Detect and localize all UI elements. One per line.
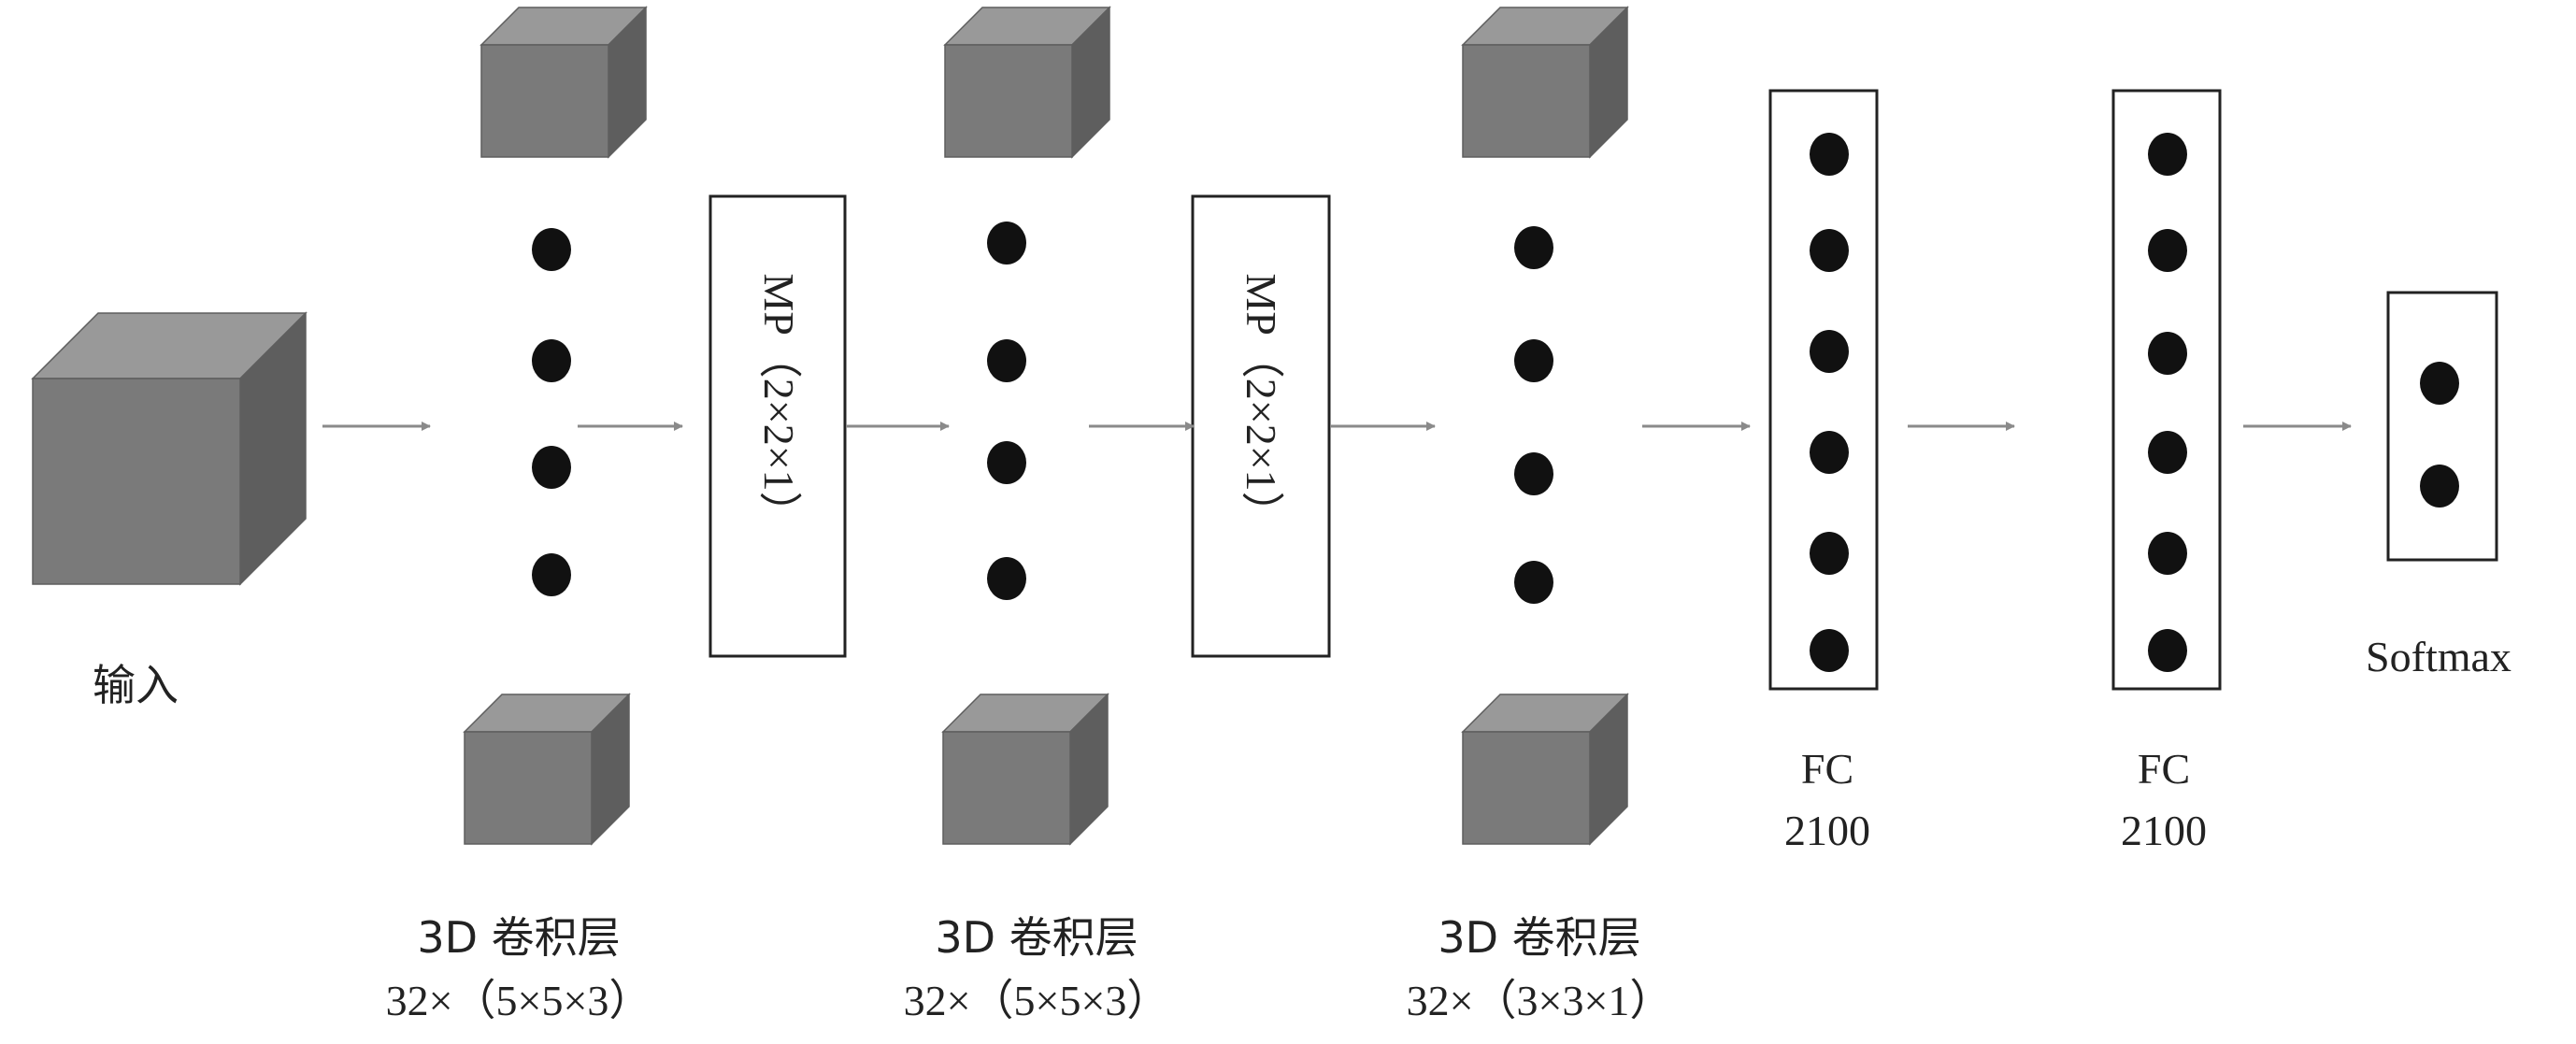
input-cube [31, 311, 308, 586]
conv1-node [532, 228, 571, 271]
pool1-label: MP（2×2×1） [755, 273, 803, 535]
fc1-node [1810, 532, 1849, 575]
pool2-label: MP（2×2×1） [1238, 273, 1285, 535]
conv2-node [987, 222, 1026, 265]
fc2-node [2148, 532, 2187, 575]
conv1-node [532, 446, 571, 489]
fc1-box [1768, 89, 1879, 691]
conv2-bottom-cube [941, 693, 1109, 846]
fc1-title: FC [1800, 745, 1854, 793]
fc2-node [2148, 629, 2187, 672]
softmax-title: Softmax [2366, 633, 2512, 680]
conv2-top-cube [943, 6, 1111, 159]
conv1-title: 3D 卷积层 [417, 912, 621, 963]
conv3-node [1514, 561, 1553, 604]
conv1-node [532, 553, 571, 596]
fc1-node [1810, 629, 1849, 672]
fc2-units: 2100 [2121, 807, 2207, 854]
conv3-node [1514, 226, 1553, 269]
fc2-title: FC [2137, 745, 2191, 793]
conv3-top-cube [1461, 6, 1629, 159]
fc2-node [2148, 229, 2187, 272]
conv2-node [987, 441, 1026, 484]
conv3-title: 3D 卷积层 [1438, 912, 1641, 963]
fc1-node [1810, 431, 1849, 474]
fc2-node [2148, 332, 2187, 375]
fc2-box [2111, 89, 2222, 691]
fc1-units: 2100 [1784, 807, 1870, 854]
conv3-node [1514, 339, 1553, 382]
input-label: 输入 [93, 660, 179, 710]
pool1-box [708, 194, 847, 658]
conv2-node [987, 557, 1026, 600]
softmax-box [2386, 291, 2498, 562]
conv1-top-cube [479, 6, 648, 159]
softmax-node [2420, 465, 2459, 508]
fc1-node [1810, 229, 1849, 272]
conv3-node [1514, 452, 1553, 495]
conv2-title: 3D 卷积层 [935, 912, 1138, 963]
conv2-spec: 32×（5×5×3） [903, 977, 1170, 1024]
conv3-bottom-cube [1461, 693, 1629, 846]
conv3-spec: 32×（3×3×1） [1406, 977, 1673, 1024]
fc1-node [1810, 330, 1849, 373]
conv1-bottom-cube [463, 693, 631, 846]
fc1-node [1810, 133, 1849, 176]
conv2-node [987, 339, 1026, 382]
fc2-node [2148, 133, 2187, 176]
softmax-node [2420, 362, 2459, 405]
conv1-spec: 32×（5×5×3） [385, 977, 652, 1024]
fc2-node [2148, 431, 2187, 474]
conv1-node [532, 339, 571, 382]
